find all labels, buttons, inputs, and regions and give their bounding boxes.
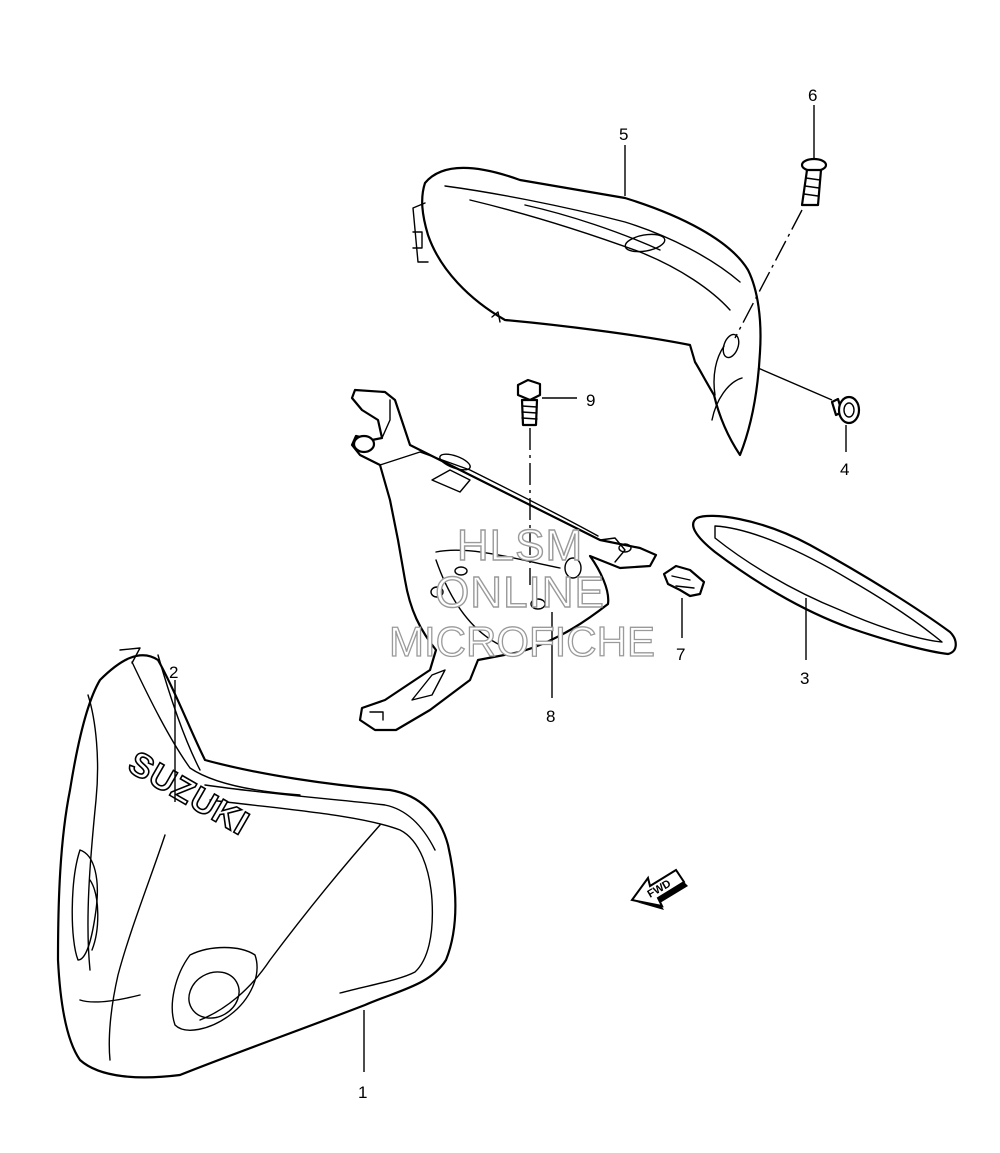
callout-4: 4 — [840, 460, 849, 479]
leader-lines — [174, 105, 847, 1072]
watermark-line-3: MICROFICHE — [389, 618, 655, 665]
watermark-line-2: ONLINE — [435, 568, 605, 617]
part-5-upper-cover — [412, 166, 762, 457]
callout-6: 6 — [808, 86, 817, 105]
part-8-bracket — [350, 388, 658, 732]
watermark: HLSM ONLINE MICROFICHE — [388, 520, 655, 665]
part-4-grommet — [830, 395, 861, 425]
callout-3: 3 — [800, 669, 809, 688]
watermark-line-1: HLSM — [457, 521, 583, 570]
callout-1: 1 — [358, 1083, 367, 1102]
part-6-screw — [800, 157, 828, 207]
fwd-arrow-icon: FWD — [630, 868, 688, 910]
part-1-front-cowl: SUZUKI — [56, 647, 457, 1079]
callout-2: 2 — [169, 663, 178, 682]
part-7-clip — [662, 564, 706, 598]
callout-numbers: 1 2 3 4 5 6 7 8 9 — [169, 86, 849, 1102]
callout-5: 5 — [619, 125, 628, 144]
part-9-bolt — [516, 378, 542, 427]
callout-8: 8 — [546, 707, 555, 726]
callout-9: 9 — [586, 391, 595, 410]
part-3-rim — [692, 514, 957, 656]
callout-7: 7 — [676, 645, 685, 664]
